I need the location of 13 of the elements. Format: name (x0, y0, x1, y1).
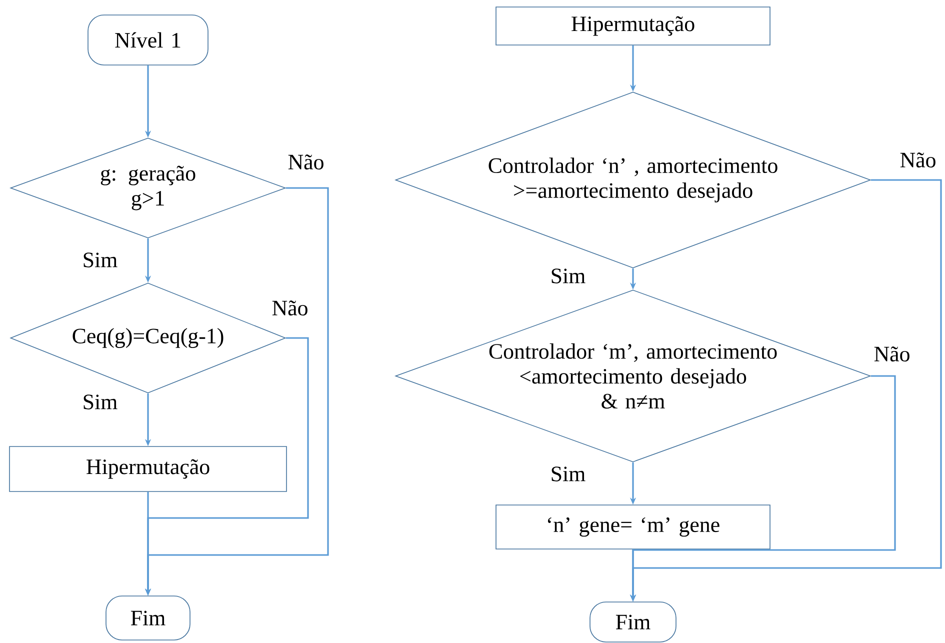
edge-label: Sim (81, 252, 119, 268)
terminal-box: Fim (590, 602, 676, 642)
edge-label: Não (286, 154, 326, 170)
edge-label: Sim (549, 268, 587, 284)
process-box: Hipermutação (9, 446, 287, 492)
process-box: ‘n’ gene= ‘m’ gene (496, 504, 770, 550)
edge-label: Sim (549, 466, 587, 482)
edge-label: Não (898, 152, 938, 168)
edge-label: Não (872, 346, 912, 362)
process-box: Hipermutação (496, 6, 770, 46)
edge-label: Sim (81, 394, 119, 410)
terminal-box: Nível 1 (88, 14, 208, 66)
terminal-box: Fim (106, 596, 190, 640)
